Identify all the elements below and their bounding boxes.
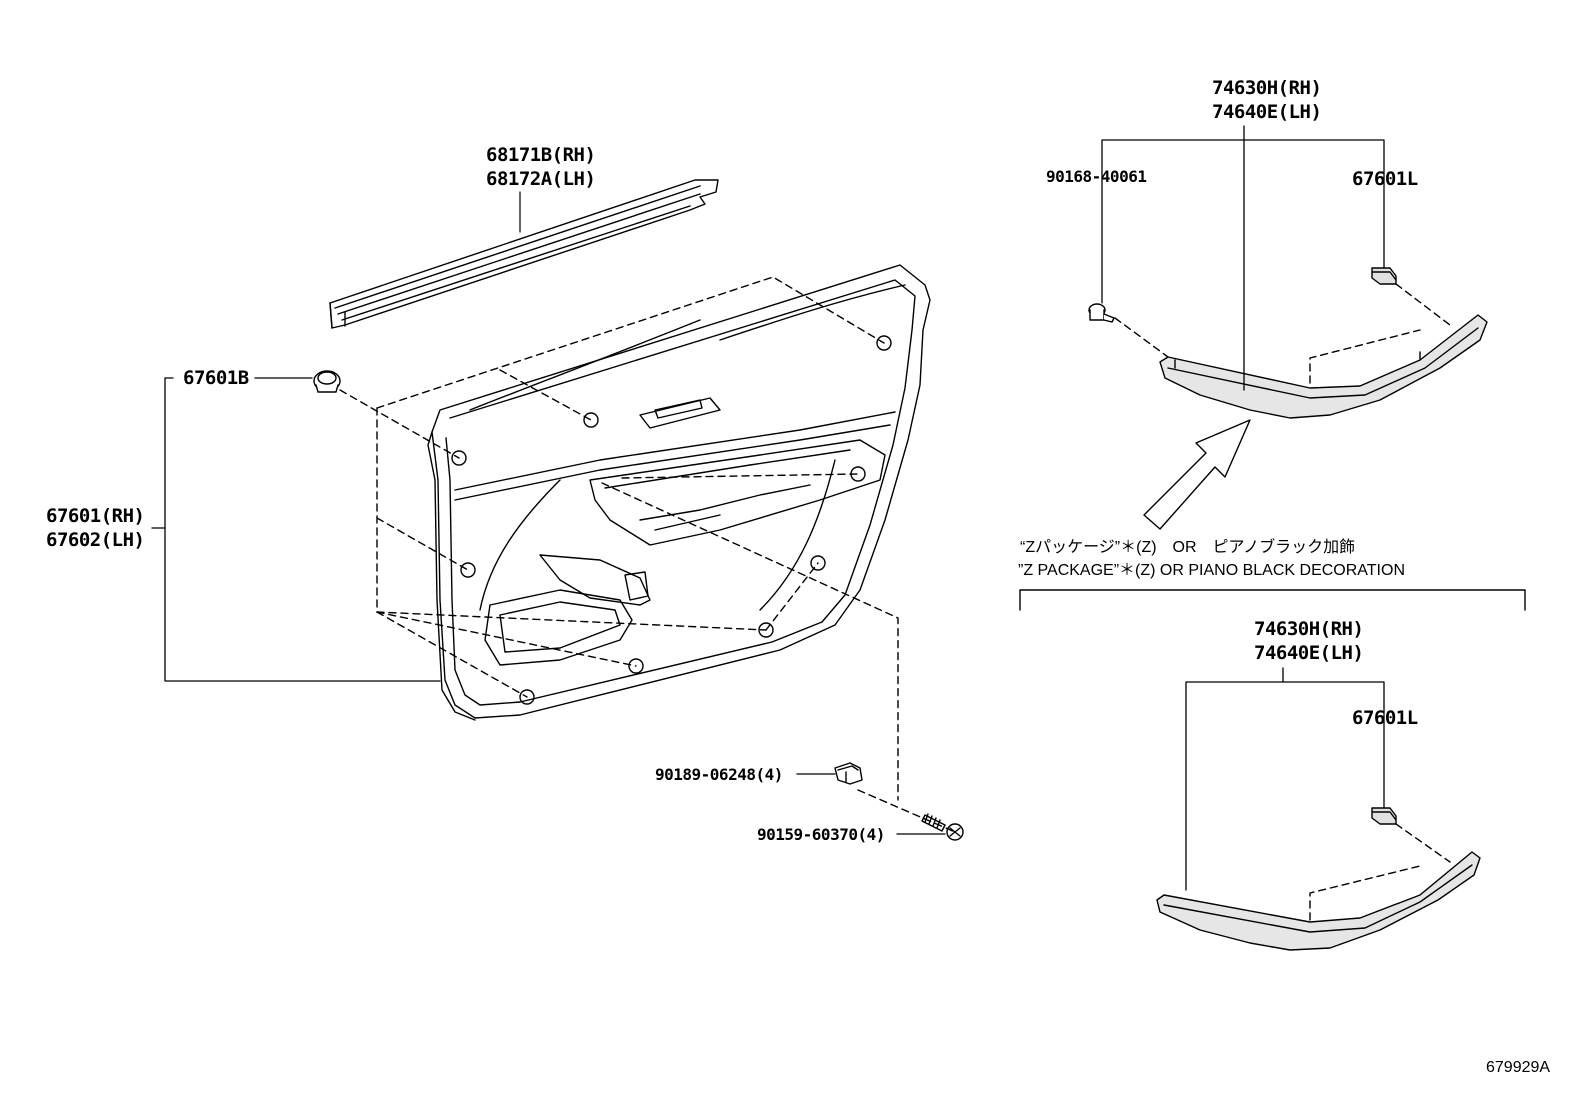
clip-lower-label: 67601L	[1352, 707, 1418, 729]
left-dashed-guides	[339, 276, 956, 833]
bolt-part	[1088, 303, 1115, 323]
clip-upper-label: 67601L	[1352, 168, 1418, 190]
garnish-upper-lh-label: 74640E(LH)	[1212, 101, 1322, 123]
clip-screw-part	[834, 762, 863, 785]
clip-screw-label: 90189-06248(4)	[655, 765, 783, 784]
figure-id: 679929A	[1486, 1059, 1551, 1076]
bolt-label: 90168-40061	[1046, 167, 1147, 186]
option-note-jp: “Zパッケージ”＊(Z) OR ピアノブラック加飾	[1020, 539, 1356, 556]
door-panel-part	[427, 264, 931, 721]
garnish-lower-rh-label: 74630H(RH)	[1254, 618, 1364, 640]
screw-label: 90159-60370(4)	[757, 825, 885, 844]
upper-right-dashed	[1114, 283, 1451, 384]
garnish-lower-part	[1156, 851, 1481, 951]
screw-part	[921, 813, 964, 841]
arrow-indicator	[1143, 419, 1251, 530]
weatherstrip-part	[329, 179, 719, 329]
clip-67601b-label: 67601B	[183, 367, 249, 389]
clip-upper-part	[1371, 267, 1397, 285]
door-panel-rh-label: 67601(RH)	[46, 505, 145, 527]
weatherstrip-rh-label: 68171B(RH)	[486, 144, 596, 166]
left-leader-lines	[151, 377, 946, 835]
weatherstrip-lh-label: 68172A(LH)	[486, 168, 596, 190]
option-note-en: ”Z PACKAGE”＊(Z) OR PIANO BLACK DECORATIO…	[1018, 562, 1406, 579]
garnish-upper-part	[1159, 314, 1488, 419]
door-panel-lh-label: 67602(LH)	[46, 529, 145, 551]
clip-lower-part	[1371, 807, 1397, 825]
option-bracket	[1019, 589, 1526, 611]
clip-67601b-part	[313, 370, 341, 393]
garnish-lower-lh-label: 74640E(LH)	[1254, 642, 1364, 664]
upper-right-leaders	[1101, 125, 1385, 391]
garnish-upper-rh-label: 74630H(RH)	[1212, 77, 1322, 99]
lower-right-leaders	[1185, 667, 1385, 891]
lower-right-dashed	[1309, 823, 1451, 921]
